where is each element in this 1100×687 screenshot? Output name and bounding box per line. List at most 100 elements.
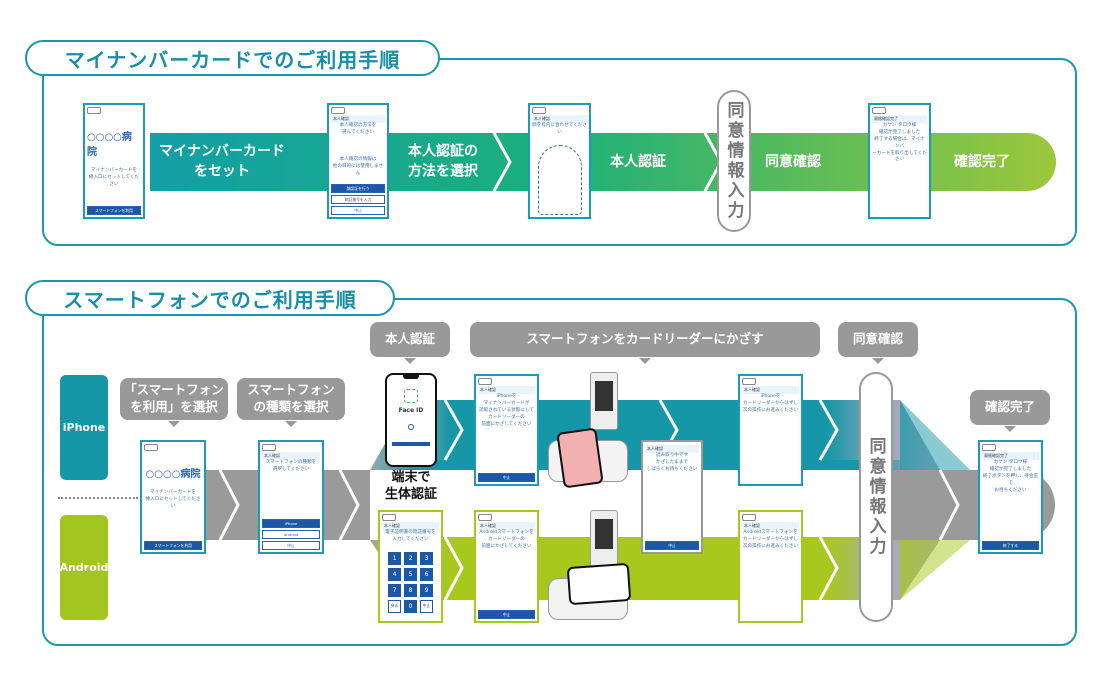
smartphone-held-icon (566, 562, 632, 606)
screen-text: 他の目的には使用しません (332, 164, 384, 177)
screen-menu-icon (87, 107, 101, 114)
screen-text: 終了ボタンを押し、待合室で (982, 473, 1039, 486)
face-id-label: Face ID (398, 407, 424, 414)
phone-button (392, 442, 430, 446)
screen-header: 本人確認 (742, 386, 799, 394)
screen-text: 本人確認の情報は (339, 157, 377, 163)
kiosk-screen-t4: 資格確認完了カケン タロウ様確認が完了しました終了する場合は、マイナンバーカード… (868, 103, 931, 219)
pin-key[interactable]: 9 (420, 583, 433, 597)
kiosk-screen-t2: 本人確認本人確認の方法を選んでください 本人確認の情報は他の目的には使用しません… (327, 103, 389, 219)
screen-text: 次の操作にお進みください (742, 407, 799, 413)
screen-header: 資格確認完了 (872, 115, 927, 123)
card-reader-device (590, 510, 618, 568)
screen-menu-icon (742, 514, 756, 521)
pin-key[interactable]: 0 (404, 599, 417, 613)
screen-text: 選択してください (272, 466, 310, 472)
screen-text: Androidスマートフォンを (743, 530, 798, 535)
screen-button[interactable]: 中止 (331, 206, 385, 215)
screen-button[interactable]: 終了する (982, 541, 1039, 550)
callout-hold-reader: スマートフォンをカードリーダーにかざす (470, 322, 820, 364)
screen-header: 本人確認 (262, 452, 320, 460)
screen-text: マイナンバーカードを (91, 168, 137, 173)
step-label: 確認完了 (954, 153, 1010, 170)
screen-button[interactable]: Android (262, 530, 320, 539)
callout-complete: 確認完了 (970, 390, 1050, 432)
screen-button[interactable]: 中止 (262, 541, 320, 550)
screen-text: カケン タロウ様 (993, 460, 1028, 465)
hospital-name: ○○○○病院 (145, 469, 201, 480)
screen-button[interactable]: 中止 (478, 610, 535, 619)
screen-text: 読み取り中です (655, 453, 689, 458)
pin-key[interactable]: 7 (388, 583, 401, 597)
pin-key[interactable]: 中止 (420, 599, 433, 613)
pin-key[interactable]: 3 (420, 551, 433, 565)
screen-text: お待ちください (994, 487, 1027, 493)
screen-text: 挿入口にセットしてください (88, 174, 140, 187)
screen-header: 本人確認 (478, 386, 535, 394)
step-label: 本人認証 (610, 153, 666, 170)
pin-key[interactable]: 4 (388, 567, 401, 581)
screen-text: Androidスマートフォンを (479, 530, 534, 535)
kiosk-screen-b9: 資格確認完了カケン タロウ様確認が完了しました終了ボタンを押し、待合室でお待ちく… (978, 440, 1043, 554)
screen-text (357, 144, 358, 151)
step-label: 本人認証の 方法を選択 (408, 143, 478, 180)
screen-button[interactable]: スマートフォンを利用 (144, 541, 202, 550)
screen-text: カードリーダーからはずし (742, 400, 799, 406)
screen-menu-icon (478, 378, 492, 385)
screen-menu-icon (331, 107, 345, 114)
callout-consent: 同意確認 (838, 322, 918, 364)
pin-key[interactable]: 戻る (388, 599, 401, 613)
screen-text: カードリーダーからはずし (742, 536, 799, 542)
screen-button[interactable]: 顔認証を行う (331, 184, 385, 193)
screen-header: 本人確認 (331, 115, 385, 123)
consent-input-pill: 同意情報入力 (717, 90, 751, 232)
screen-text: 本人確認の方法を (339, 123, 377, 128)
step-label: 同意確認 (765, 153, 821, 170)
screen-menu-icon (982, 444, 996, 451)
screen-button[interactable]: iPhone (262, 519, 320, 528)
screen-text: 電子証明書の暗証番号を (385, 530, 436, 535)
screen-text: 次の操作にお進みください (742, 543, 799, 549)
screen-text (357, 137, 358, 144)
screen-menu-icon (262, 444, 276, 451)
smartphone-held-icon (556, 427, 604, 489)
platform-android: Android (60, 515, 108, 620)
screen-text: かざしたままで (655, 459, 689, 465)
pin-key[interactable]: 8 (404, 583, 417, 597)
face-id-icon (404, 389, 418, 403)
card-reader-device (590, 372, 618, 430)
screen-button[interactable]: 暗証番号を入力 (331, 195, 385, 204)
screen-header: 本人確認 (645, 445, 699, 453)
screen-text: 前面にかざしてください (481, 543, 532, 549)
face-outline-icon (537, 144, 582, 215)
mynumber-section (42, 58, 1077, 246)
screen-button[interactable]: 中止 (478, 473, 535, 482)
screen-text: スマートフォンの種類を (265, 460, 317, 465)
screen-header: 資格確認完了 (982, 452, 1039, 460)
mynumber-section-title: マイナンバーカードでのご利用手順 (25, 40, 440, 76)
screen-text: 前面にかざしてください (481, 421, 532, 427)
pin-key[interactable]: 2 (404, 551, 417, 565)
pin-key[interactable]: 1 (388, 551, 401, 565)
screen-text: カードリーダーの (488, 536, 525, 542)
screen-button[interactable]: スマートフォンを利用 (87, 206, 141, 215)
smartphone-section (42, 298, 1077, 646)
phone-notch (403, 375, 419, 379)
screen-text: しばらくお待ちください (646, 466, 698, 472)
pin-key[interactable]: 5 (404, 567, 417, 581)
kiosk-screen-t1: ○○○○病院マイナンバーカードを挿入口にセットしてくださいスマートフォンを利用 (83, 103, 145, 219)
consent-input-pill: 同意情報入力 (859, 372, 893, 622)
screen-text: カードリーダーの (488, 414, 525, 420)
pin-key[interactable]: 6 (420, 567, 433, 581)
screen-menu-icon (742, 378, 756, 385)
screen-button[interactable]: 中止 (645, 541, 699, 550)
screen-text: マイナンバーカードを (150, 490, 196, 495)
screen-text: カケン タロウ様 (882, 123, 917, 128)
divider (58, 497, 138, 499)
callout-use-smartphone: 「スマートフォン を利用」を選択 (120, 378, 228, 427)
